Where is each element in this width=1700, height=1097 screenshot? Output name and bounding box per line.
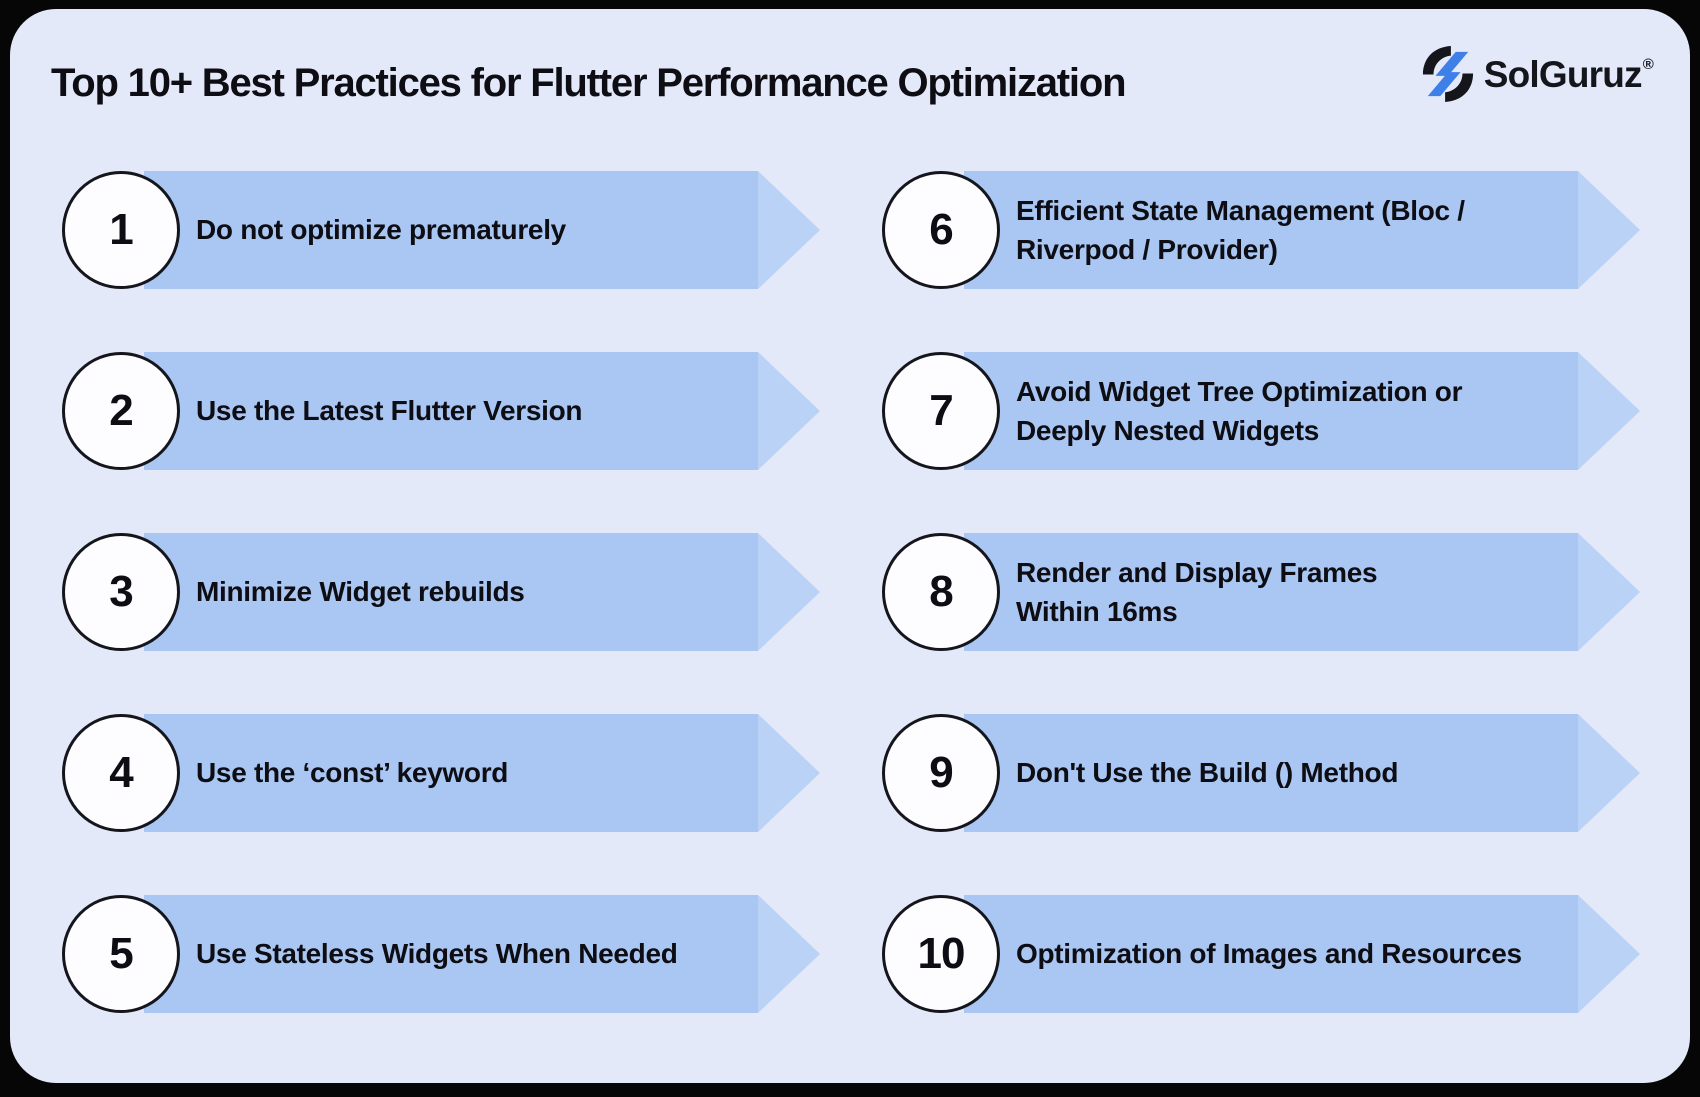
practice-number: 8 (929, 567, 954, 616)
arrow-banner (964, 714, 1640, 832)
practice-item: Avoid Widget Tree Optimization or Deeply… (882, 352, 1642, 470)
logo-wordmark: SolGuruz (1483, 53, 1643, 95)
practice-number: 5 (109, 929, 134, 978)
solguruz-logo-icon (1422, 46, 1473, 102)
practice-label: Use the ‘const’ keyword (196, 757, 509, 789)
number-badge: 8 (882, 533, 1000, 651)
practice-label: Use the Latest Flutter Version (196, 395, 583, 427)
arrow-banner (964, 352, 1640, 470)
practice-item: Use the ‘const’ keyword 4 (62, 714, 822, 832)
infographic-card: Top 10+ Best Practices for Flutter Perfo… (10, 9, 1690, 1083)
practice-label: Do not optimize prematurely (196, 214, 566, 246)
practice-number: 2 (109, 386, 134, 435)
practice-label: Efficient State Management (Bloc / River… (1016, 194, 1465, 265)
number-badge: 5 (62, 895, 180, 1013)
practice-number: 6 (929, 205, 954, 254)
practice-item: Don't Use the Build () Method 9 (882, 714, 1642, 832)
practice-item: Use Stateless Widgets When Needed 5 (62, 895, 822, 1013)
arrow-banner (964, 171, 1640, 289)
practice-label: Use Stateless Widgets When Needed (196, 938, 678, 970)
practice-label: Render and Display Frames Within 16ms (1016, 556, 1378, 627)
arrow-banner (144, 714, 820, 832)
practice-number: 4 (109, 748, 134, 797)
number-badge: 4 (62, 714, 180, 832)
arrow-banner (144, 352, 820, 470)
practice-item: Render and Display Frames Within 16ms 8 (882, 533, 1642, 651)
arrow-banner (964, 533, 1640, 651)
practice-item: Minimize Widget rebuilds 3 (62, 533, 822, 651)
number-badge: 6 (882, 171, 1000, 289)
number-badge: 10 (882, 895, 1000, 1013)
arrow-banner (964, 895, 1640, 1013)
number-badge: 9 (882, 714, 1000, 832)
practice-item: Optimization of Images and Resources 10 (882, 895, 1642, 1013)
arrow-banner (144, 533, 820, 651)
arrow-banner (144, 895, 820, 1013)
number-badge: 1 (62, 171, 180, 289)
arrow-banner (144, 171, 820, 289)
practice-label: Minimize Widget rebuilds (196, 576, 525, 608)
practice-label: Don't Use the Build () Method (1016, 757, 1399, 789)
practice-label: Optimization of Images and Resources (1016, 938, 1522, 970)
practice-number: 3 (109, 567, 134, 616)
number-badge: 3 (62, 533, 180, 651)
practice-item: Do not optimize prematurely 1 (62, 171, 822, 289)
practice-item: Efficient State Management (Bloc / River… (882, 171, 1642, 289)
practice-number: 1 (109, 205, 134, 254)
practice-label: Avoid Widget Tree Optimization or Deeply… (1016, 375, 1463, 446)
page-title: Top 10+ Best Practices for Flutter Perfo… (51, 61, 1127, 105)
practice-item: Use the Latest Flutter Version 2 (62, 352, 822, 470)
number-badge: 7 (882, 352, 1000, 470)
right-column: Efficient State Management (Bloc / River… (882, 171, 1642, 1013)
solguruz-logo-text: SolGuruz® (1483, 53, 1654, 95)
number-badge: 2 (62, 352, 180, 470)
practice-number: 7 (929, 386, 954, 435)
practice-number: 10 (917, 929, 966, 978)
registered-mark: ® (1642, 56, 1654, 74)
solguruz-logo: SolGuruz® (1421, 45, 1654, 103)
practice-number: 9 (929, 748, 954, 797)
